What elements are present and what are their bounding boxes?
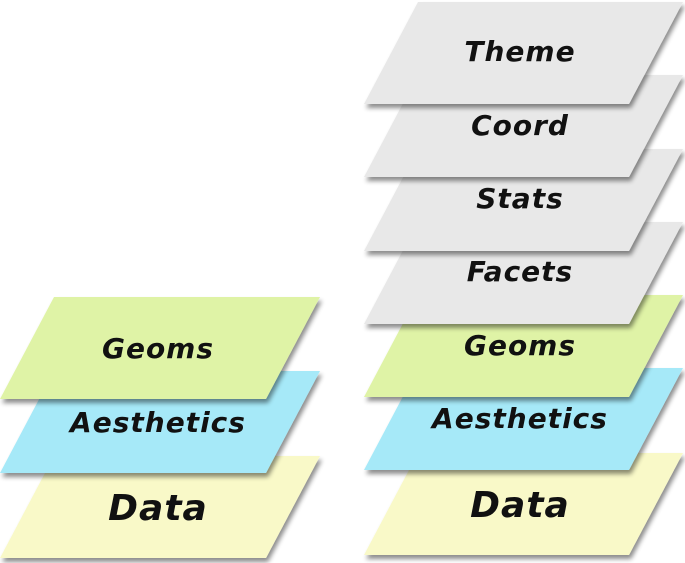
left-layer-aesthetics-label: Aesthetics bbox=[68, 406, 246, 439]
left-layer-geoms-shape bbox=[0, 297, 320, 399]
left-layer-data: Data bbox=[0, 456, 320, 558]
right-layer-aesthetics-label: Aesthetics bbox=[430, 402, 608, 435]
right-stack: Data Aesthetics Geoms Facets Stats Coord… bbox=[364, 2, 683, 555]
left-stack: Data Aesthetics Geoms bbox=[0, 297, 320, 558]
right-layer-facets-label: Facets bbox=[467, 255, 573, 288]
left-layer-geoms: Geoms bbox=[0, 297, 320, 399]
right-layer-coord-label: Coord bbox=[471, 109, 569, 142]
right-layer-data-shape bbox=[364, 453, 683, 555]
left-layer-data-shape bbox=[0, 456, 320, 558]
right-layer-data: Data bbox=[364, 453, 683, 555]
right-layer-theme: Theme bbox=[364, 2, 683, 104]
right-layer-data-label: Data bbox=[470, 485, 570, 526]
right-layer-geoms-label: Geoms bbox=[464, 329, 576, 362]
right-layer-theme-shape bbox=[364, 2, 683, 104]
left-layer-data-label: Data bbox=[108, 488, 208, 529]
left-layer-geoms-label: Geoms bbox=[102, 332, 214, 365]
right-layer-theme-label: Theme bbox=[464, 35, 575, 68]
right-layer-stats-label: Stats bbox=[476, 182, 564, 215]
